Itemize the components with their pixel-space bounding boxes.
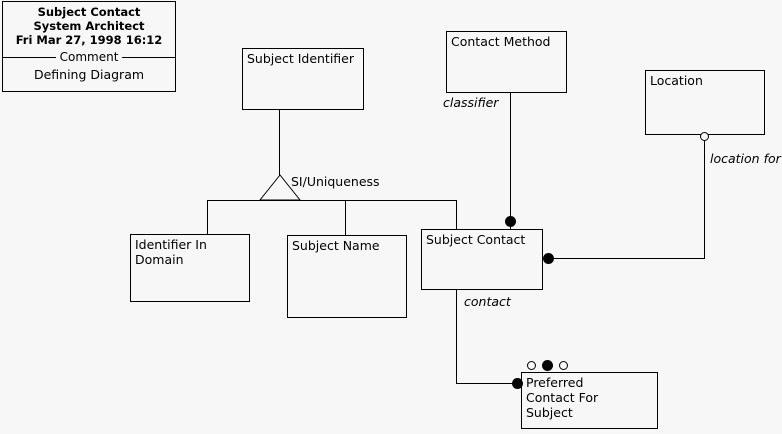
comment-text: Defining Diagram bbox=[33, 67, 145, 82]
entity-subject-name[interactable]: Subject Name bbox=[287, 235, 407, 318]
label-generalization: SI/Uniqueness bbox=[291, 174, 380, 189]
multiplicity-circle-preferred-optional-left bbox=[527, 361, 536, 370]
entity-identifier-in-domain[interactable]: Identifier In Domain bbox=[130, 234, 250, 302]
connector-bar-to-subject-contact bbox=[456, 200, 457, 229]
multiplicity-dot-contact-method-mandatory bbox=[505, 216, 516, 227]
entity-label: Subject Name bbox=[292, 238, 380, 253]
connector-subtype-bar bbox=[207, 200, 457, 201]
connector-contact-method-to-subject-contact bbox=[510, 93, 511, 229]
connector-contact-horizontal bbox=[456, 383, 522, 384]
multiplicity-circle-preferred-optional-right bbox=[559, 361, 568, 370]
entity-label: Location bbox=[650, 73, 703, 88]
connector-subject-identifier-to-triangle bbox=[279, 110, 280, 176]
connector-location-horizontal bbox=[549, 258, 705, 259]
connector-bar-to-identifier-in-domain bbox=[207, 200, 208, 234]
title-block-name: Subject Contact bbox=[37, 5, 141, 19]
entity-label: Subject Contact bbox=[426, 232, 526, 247]
label-contact: contact bbox=[464, 294, 511, 309]
title-block-timestamp: Fri Mar 27, 1998 16:12 bbox=[15, 33, 163, 47]
connector-location-vertical bbox=[704, 135, 705, 258]
entity-location[interactable]: Location bbox=[645, 70, 765, 135]
entity-subject-identifier[interactable]: Subject Identifier bbox=[242, 48, 364, 110]
entity-label: Preferred Contact For Subject bbox=[526, 375, 599, 420]
entity-label: Contact Method bbox=[451, 34, 551, 49]
divider-rule-left bbox=[3, 57, 56, 58]
connector-bar-to-subject-name bbox=[345, 200, 346, 235]
multiplicity-dot-location-mandatory bbox=[543, 253, 554, 264]
title-block-role: System Architect bbox=[33, 19, 145, 33]
multiplicity-circle-location-optional bbox=[700, 132, 709, 141]
multiplicity-dot-preferred-contact-mandatory bbox=[512, 378, 523, 389]
entity-preferred-contact-for-subject[interactable]: Preferred Contact For Subject bbox=[521, 372, 658, 429]
label-classifier: classifier bbox=[443, 95, 499, 110]
multiplicity-dot-preferred-mandatory-center bbox=[542, 360, 553, 371]
divider-rule-right bbox=[122, 57, 176, 58]
entity-label: Subject Identifier bbox=[247, 51, 355, 66]
title-block: Subject Contact System Architect Fri Mar… bbox=[2, 1, 176, 92]
entity-subject-contact[interactable]: Subject Contact bbox=[421, 229, 543, 290]
comment-divider: Comment bbox=[3, 50, 176, 64]
entity-contact-method[interactable]: Contact Method bbox=[446, 31, 567, 93]
connector-contact-vertical bbox=[456, 290, 457, 383]
entity-label: Identifier In Domain bbox=[135, 237, 207, 267]
comment-divider-label: Comment bbox=[59, 50, 119, 64]
label-location-for: location for bbox=[710, 151, 781, 166]
